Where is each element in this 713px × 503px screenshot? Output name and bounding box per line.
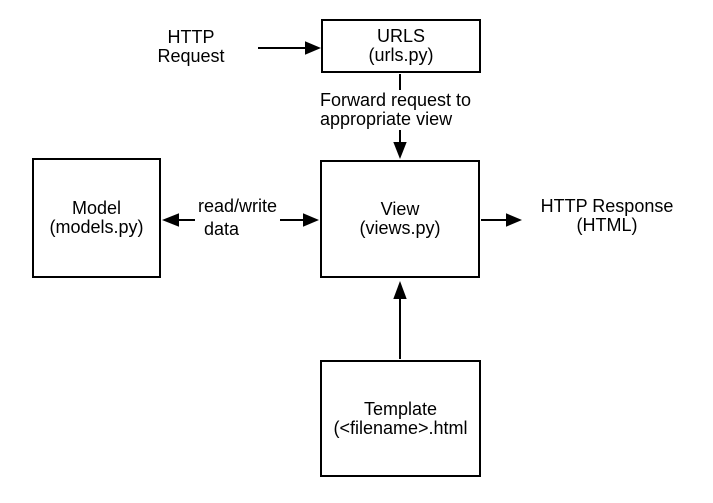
http-request-label: HTTP Request	[131, 28, 251, 66]
read-write-data-label-line2: data	[204, 219, 240, 239]
view-box-title: View	[380, 199, 420, 219]
arrow-template-to-view-icon	[393, 281, 407, 359]
forward-request-label-line1: Forward request to	[320, 90, 472, 110]
http-response-label-line2: (HTML)	[576, 215, 638, 235]
http-response-label-line1: HTTP Response	[540, 196, 674, 216]
template-box: Template (<filename>.html	[320, 360, 481, 477]
http-response-label: HTTP Response (HTML)	[527, 197, 687, 235]
read-write-data-label-line1: read/write	[198, 196, 278, 216]
forward-request-label-line2: appropriate view	[320, 109, 453, 129]
template-box-title: Template	[363, 398, 438, 419]
urls-box-subtitle: (urls.py)	[368, 45, 434, 65]
view-box: View (views.py)	[320, 160, 480, 278]
model-box: Model (models.py)	[32, 158, 161, 278]
arrow-view-to-response-icon	[481, 213, 522, 227]
urls-box: URLS (urls.py)	[321, 19, 481, 73]
urls-box-title: URLS	[376, 26, 425, 46]
forward-request-label: Forward request to appropriate view	[318, 90, 474, 130]
read-write-data-label: read/write data	[195, 196, 281, 239]
model-box-title: Model	[71, 198, 122, 218]
http-request-label-line1: HTTP	[167, 27, 215, 47]
model-box-subtitle: (models.py)	[49, 217, 144, 237]
template-box-subtitle: (<filename>.html	[333, 417, 468, 438]
arrow-http-request-to-urls-icon	[258, 41, 321, 55]
view-box-subtitle: (views.py)	[359, 218, 441, 238]
http-request-label-line2: Request	[157, 46, 225, 66]
